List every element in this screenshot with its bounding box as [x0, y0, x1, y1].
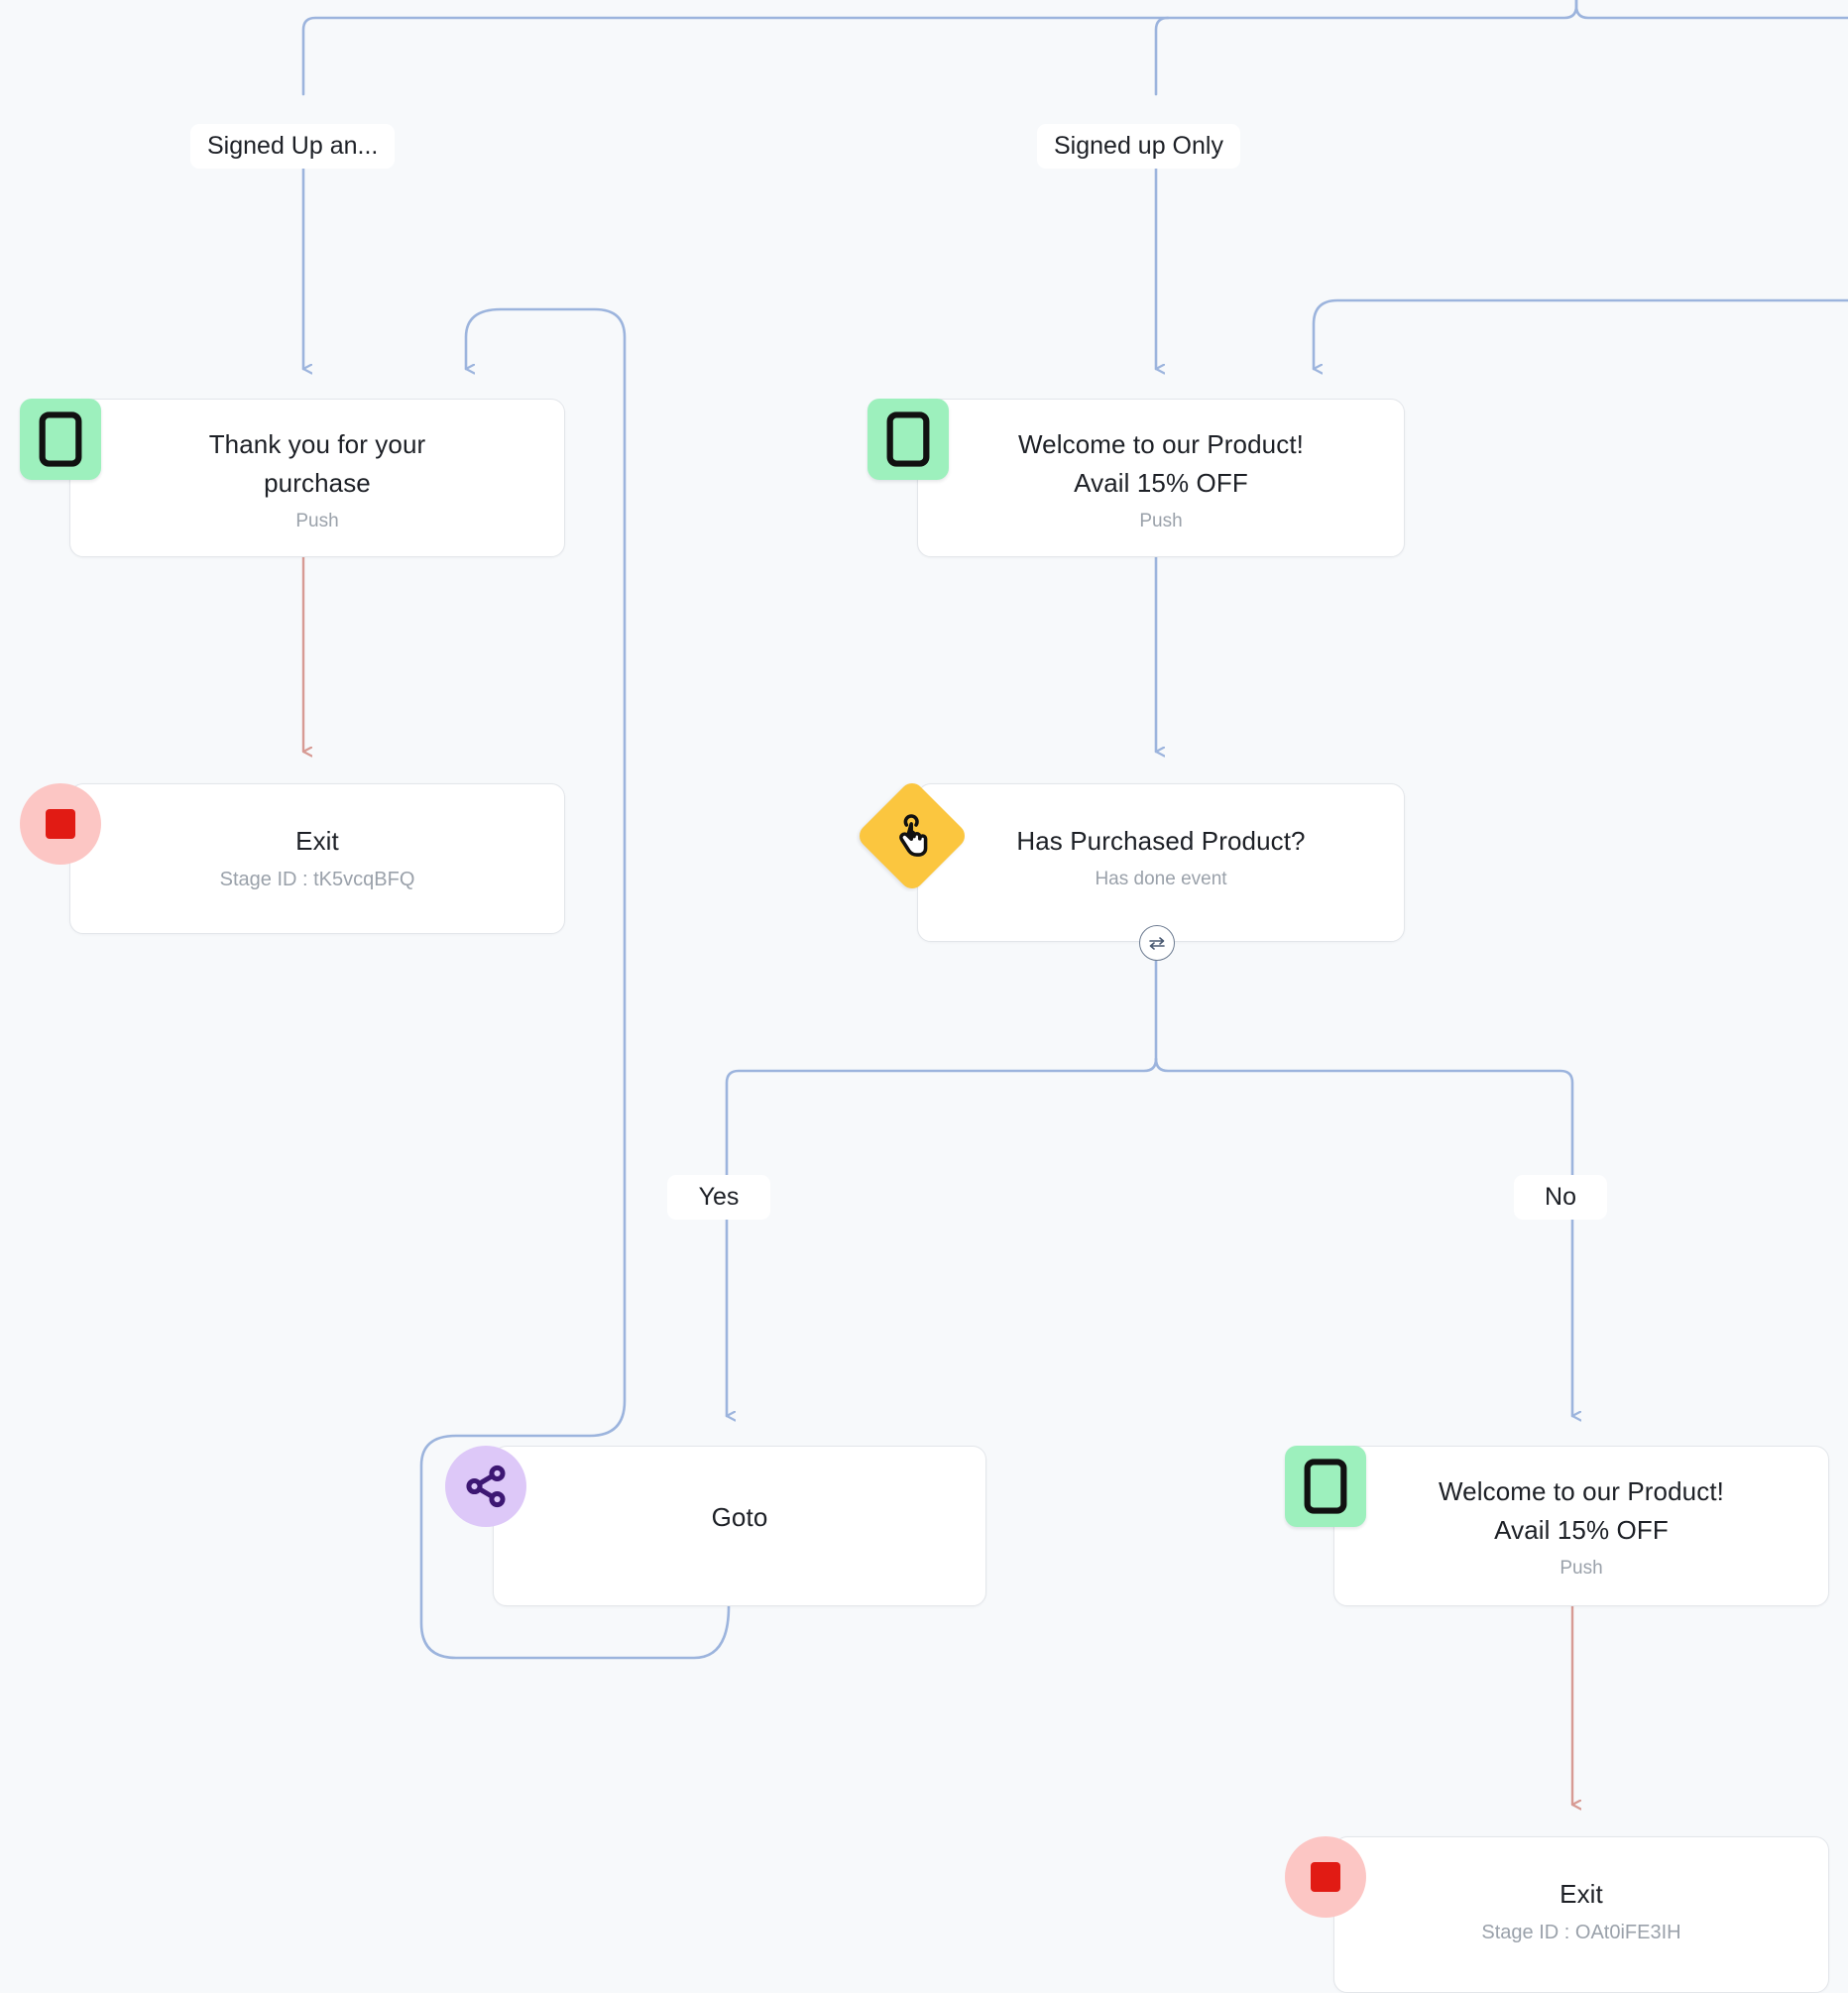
- node-goto-body: Goto: [494, 1498, 985, 1537]
- node-exit-left[interactable]: Exit Stage ID : tK5vcqBFQ: [69, 783, 565, 934]
- node-exit-right-title: Exit: [1559, 1879, 1603, 1909]
- edge-label-signed-up-only[interactable]: Signed up Only: [1037, 124, 1240, 169]
- node-exit-left-stage-id: Stage ID : tK5vcqBFQ: [219, 869, 415, 890]
- mobile-phone-icon: [20, 399, 101, 480]
- edge-top-left-trunk: [301, 0, 1578, 96]
- node-welcome-push-top-body: Welcome to our Product! Avail 15% OFF Pu…: [918, 425, 1404, 534]
- stop-square-icon: [1285, 1836, 1366, 1918]
- edge-signed-up-only-stem: [1154, 16, 1170, 96]
- swap-arrows-icon[interactable]: [1139, 925, 1175, 961]
- edge-top-right-trunk: [1574, 0, 1848, 20]
- mobile-phone-icon: [1285, 1446, 1366, 1527]
- node-exit-left-title: Exit: [295, 826, 339, 856]
- node-welcome-push-bottom-subtitle: Push: [1559, 1558, 1603, 1579]
- node-goto-title: Goto: [711, 1502, 768, 1532]
- node-welcome-push-top-title: Welcome to our Product! Avail 15% OFF: [1018, 429, 1304, 498]
- edge-decision-yes: [725, 1057, 1158, 1416]
- node-exit-right-stage-id: Stage ID : OAt0iFE3IH: [1481, 1922, 1681, 1943]
- node-goto[interactable]: Goto: [493, 1446, 986, 1606]
- edge-right-incoming: [1312, 298, 1848, 369]
- node-exit-right[interactable]: Exit Stage ID : OAt0iFE3IH: [1333, 1836, 1829, 1993]
- node-thank-you-push-title: Thank you for your purchase: [208, 429, 426, 498]
- tap-hand-icon: [855, 778, 970, 893]
- node-welcome-push-top-subtitle: Push: [1139, 511, 1183, 531]
- edge-label-yes[interactable]: Yes: [667, 1175, 770, 1220]
- stop-square-glyph: [1311, 1862, 1340, 1892]
- node-has-purchased-event-title: Has Purchased Product?: [1016, 826, 1306, 856]
- mobile-phone-icon: [867, 399, 949, 480]
- node-exit-right-body: Exit Stage ID : OAt0iFE3IH: [1334, 1875, 1828, 1945]
- node-welcome-push-bottom-body: Welcome to our Product! Avail 15% OFF Pu…: [1334, 1472, 1828, 1582]
- edge-label-no[interactable]: No: [1514, 1175, 1607, 1220]
- stop-square-icon: [20, 783, 101, 865]
- node-thank-you-push-subtitle: Push: [295, 511, 339, 531]
- node-has-purchased-event-body: Has Purchased Product? Has done event: [918, 822, 1404, 892]
- edge-decision-no: [1154, 1057, 1572, 1416]
- node-welcome-push-top[interactable]: Welcome to our Product! Avail 15% OFF Pu…: [917, 399, 1405, 557]
- node-has-purchased-event-subtitle: Has done event: [1095, 869, 1227, 889]
- node-welcome-push-bottom[interactable]: Welcome to our Product! Avail 15% OFF Pu…: [1333, 1446, 1829, 1606]
- node-welcome-push-bottom-title: Welcome to our Product! Avail 15% OFF: [1439, 1476, 1724, 1545]
- share-network-icon: [445, 1446, 526, 1527]
- stop-square-glyph: [46, 809, 75, 839]
- node-thank-you-push-body: Thank you for your purchase Push: [70, 425, 564, 534]
- node-thank-you-push[interactable]: Thank you for your purchase Push: [69, 399, 565, 557]
- edge-label-signed-up-and[interactable]: Signed Up an...: [190, 124, 396, 169]
- node-has-purchased-event[interactable]: Has Purchased Product? Has done event: [917, 783, 1405, 942]
- node-exit-left-body: Exit Stage ID : tK5vcqBFQ: [70, 822, 564, 892]
